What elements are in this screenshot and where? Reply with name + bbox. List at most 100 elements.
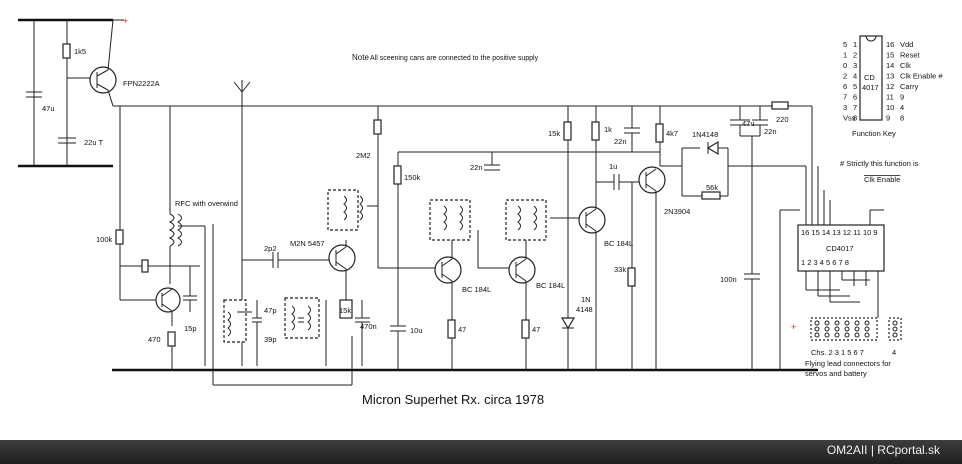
label-r-15k-a: 15k [339,306,351,315]
label-c-47p: 47p [264,306,277,315]
label-r-470: 470 [148,335,161,344]
function-key-left-pin: 4 [853,72,857,81]
if-stages [327,106,660,370]
note-text: All sceening cans are connected to the p… [370,55,539,62]
label-c-100n: 100n [720,275,737,284]
function-key-chip-a: CD [864,73,875,82]
label-c-15p: 15p [184,324,197,333]
label-c-22u: 22u T [84,138,103,147]
label-c-22n-a: 22n [470,163,483,172]
label-rfc: RFC with overwind [175,199,238,208]
label-q-bc184l-2: BC 184L [536,281,565,290]
label-r-47-a: 47 [458,325,466,334]
label-c-22n-b: 22n [614,137,627,146]
function-key-right-pin: 15 [886,51,894,60]
connector-pin-dot [834,320,840,326]
label-c-2p2: 2p2 [264,244,277,253]
label-r-56k: 56k [706,183,718,192]
label-c-1u: 1u [609,162,617,171]
connector-pin-dot [834,326,840,332]
connector-pin-dot [844,326,850,332]
function-key-left-func: 2 [843,72,847,81]
connector-pin-dot [892,332,898,338]
connector-pin-dot [834,332,840,338]
label-d-1n4148: 1N4148 [692,130,718,139]
diagram-title: Micron Superhet Rx. circa 1978 [362,392,544,407]
detector-stage [613,101,813,370]
function-key-left-func: Vss [843,114,856,123]
antenna-frontend [223,80,370,366]
footnote-a: # Strictly this function is [840,159,919,168]
regulator-section [26,19,117,166]
function-key-left-pin: 2 [853,51,857,60]
function-key-right-pin: 10 [886,103,894,112]
label-c-470n: 470n [360,322,377,331]
function-key-right-func: 9 [900,93,904,102]
function-key-left-func: 3 [843,103,847,112]
label-r-220: 220 [776,115,789,124]
function-key-right-func: 8 [900,114,904,123]
label-r-150k: 150k [404,173,421,182]
function-key-right-func: Reset [900,51,921,60]
function-key-left-func: 0 [843,61,847,70]
connector-pin-dot [864,332,870,338]
connector-pin-dot [844,320,850,326]
function-key-left-pin: 6 [853,93,857,102]
connector-plus-marker: + [791,322,796,332]
connector-pin-dot [854,320,860,326]
connector-4-label: 4 [892,348,896,357]
label-c-47u-right: 47u [742,119,755,128]
connector-pins [814,320,898,338]
label-r-4k7: 4k7 [666,129,678,138]
ic-name: CD4017 [826,244,854,253]
connector-caption-b: servos and battery [805,369,867,378]
connector-pin-dot [814,320,820,326]
function-key-right-func: Clk Enable # [900,72,943,81]
function-key-left-pin: 5 [853,82,857,91]
function-key-left-pin: 7 [853,103,857,112]
cd4017-section [779,166,902,370]
label-r-100k: 100k [96,235,113,244]
function-key-right-func: Clk [900,61,911,70]
connector-pin-dot [824,320,830,326]
connector-pin-dot [864,320,870,326]
rf-stage [115,106,353,386]
label-c-47u-left: 47u [42,104,55,113]
function-key-right-pin: 9 [886,114,890,123]
label-q-2n3904: 2N3904 [664,207,690,216]
function-key-right-func: Carry [900,82,919,91]
connector-pin-dot [854,326,860,332]
label-q-bc184l-1: BC 184L [462,285,491,294]
label-q-fpn2222a: FPN2222A [123,79,160,88]
connector-pin-dot [814,332,820,338]
connector-pin-dot [814,326,820,332]
function-key-right-func: Vdd [900,40,913,49]
function-key-right-pin: 11 [886,93,894,102]
function-key-right-pin: 13 [886,72,894,81]
footnote-b: Clk Enable [864,175,900,184]
site-credit: OM2AII | RCportal.sk [826,443,940,457]
connector-channel-labels: Chs. 2 3 1 5 6 7 [811,348,864,357]
connector-pin-dot [854,332,860,338]
note-prefix: Note [352,53,369,62]
label-c-10u: 10u [410,326,423,335]
connector-pin-dot [824,332,830,338]
function-key-left-func: 1 [843,51,847,60]
connector-pin-dot [824,326,830,332]
function-key-left-func: 7 [843,93,847,102]
function-key-right-pin: 14 [886,61,894,70]
function-key-left-pin: 3 [853,61,857,70]
power-rails [18,18,818,372]
label-c-39p: 39p [264,335,277,344]
label-r-47-b: 47 [532,325,540,334]
function-key-right-func: 4 [900,103,904,112]
function-key-right-pin: 12 [886,82,894,91]
connector-pin-dot [864,326,870,332]
footer-bar: OM2AII | RCportal.sk [0,440,962,464]
label-r-15k-b: 15k [548,129,560,138]
function-key-left-func: 6 [843,82,847,91]
connector-pin-dot [844,332,850,338]
label-c-22n-c: 22n [764,127,777,136]
